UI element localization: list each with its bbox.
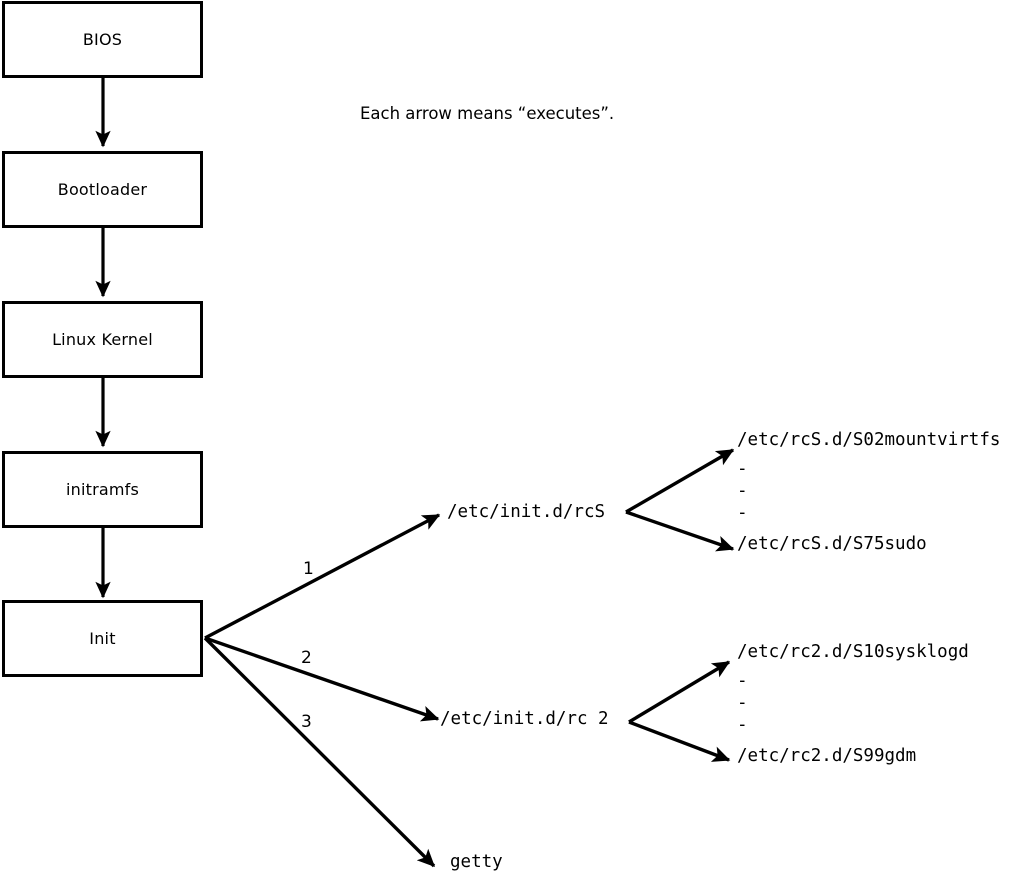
diagram-caption: Each arrow means “executes”. xyxy=(360,104,615,123)
node-bios-label: BIOS xyxy=(82,29,123,49)
rc2-ellipsis-dash-3: - xyxy=(737,715,748,735)
node-linux-kernel[interactable]: Linux Kernel xyxy=(2,301,203,378)
node-init-d-rcs[interactable]: /etc/init.d/rcS xyxy=(447,502,606,522)
node-init-d-rc2[interactable]: /etc/init.d/rc 2 xyxy=(440,709,609,729)
edge-init-to-rcs xyxy=(204,513,441,640)
node-initramfs-label: initramfs xyxy=(65,479,140,499)
node-initramfs[interactable]: initramfs xyxy=(2,451,203,528)
node-rcs-first-script[interactable]: /etc/rcS.d/S02mountvirtfs xyxy=(737,430,1001,450)
edge-rc2-to-last-script xyxy=(628,720,731,762)
edge-init-to-getty xyxy=(203,636,436,868)
edge-rc2-to-first-script xyxy=(628,660,731,724)
node-init[interactable]: Init xyxy=(2,600,203,677)
node-getty[interactable]: getty xyxy=(450,852,503,872)
node-init-label: Init xyxy=(89,628,116,648)
rcs-ellipsis-dash-1: - xyxy=(737,459,748,479)
node-bootloader[interactable]: Bootloader xyxy=(2,151,203,228)
node-rc2-first-script[interactable]: /etc/rc2.d/S10sysklogd xyxy=(737,642,969,662)
rcs-ellipsis-dash-3: - xyxy=(737,503,748,523)
edge-init-to-rc2 xyxy=(204,636,440,722)
node-bootloader-label: Bootloader xyxy=(57,179,148,199)
node-linux-kernel-label: Linux Kernel xyxy=(52,329,153,349)
node-rcs-last-script[interactable]: /etc/rcS.d/S75sudo xyxy=(737,534,927,554)
rcs-ellipsis-dash-2: - xyxy=(737,481,748,501)
edge-label-1: 1 xyxy=(303,559,314,579)
edge-label-2: 2 xyxy=(301,648,312,668)
node-bios[interactable]: BIOS xyxy=(2,1,203,78)
edge-rcs-to-first-script xyxy=(625,448,735,514)
rc2-ellipsis-dash-2: - xyxy=(737,693,748,713)
edge-rcs-to-last-script xyxy=(625,510,735,552)
node-rc2-last-script[interactable]: /etc/rc2.d/S99gdm xyxy=(737,746,917,766)
edge-label-3: 3 xyxy=(301,712,312,732)
rc2-ellipsis-dash-1: - xyxy=(737,671,748,691)
